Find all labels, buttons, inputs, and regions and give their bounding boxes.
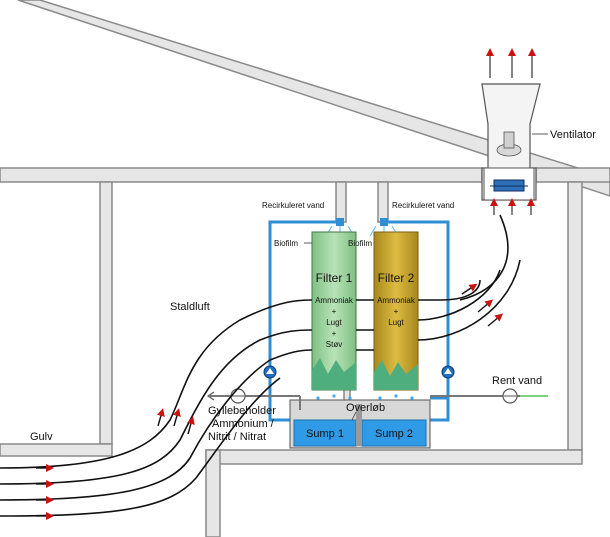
fan-icon	[490, 179, 528, 192]
filter2-line: Lugt	[388, 318, 404, 327]
filter1-line: Lugt	[326, 318, 342, 327]
filter1-content: Ammoniak + Lugt + Støv	[315, 296, 354, 349]
biofilm-right-label: Biofilm	[348, 239, 372, 248]
ventilator-label: Ventilator	[550, 129, 596, 141]
filter2-content: Ammoniak + Lugt	[377, 296, 416, 327]
gyllebeholder-label: Gyllebeholder	[208, 405, 276, 417]
exhaust-arrows	[486, 48, 536, 78]
recirc-right-label: Recirkuleret vand	[392, 201, 454, 210]
overlob-label: Overløb	[346, 402, 385, 414]
filter1-line: Ammoniak	[315, 296, 354, 305]
gyllebeholder-sub1: Ammonium /	[212, 418, 275, 430]
filter1-line: +	[332, 307, 337, 316]
water-recirculation-pipes	[268, 220, 450, 422]
recirc-left-label: Recirkuleret vand	[262, 201, 324, 210]
flow-arrow-icon	[36, 283, 504, 520]
staldluft-label: Staldluft	[170, 301, 210, 313]
ventilator: Ventilator	[481, 48, 596, 215]
gulv-label: Gulv	[30, 431, 53, 443]
sump1-label: Sump 1	[306, 428, 344, 440]
filter-2: Filter 2 Ammoniak + Lugt	[373, 231, 419, 391]
gyllebeholder-sub2: Nitrit / Nitrat	[208, 431, 266, 443]
roof	[17, 0, 610, 197]
fan-intake-arrows	[490, 198, 535, 215]
filter2-line: +	[394, 307, 399, 316]
filter1-line: Støv	[326, 340, 342, 349]
filter2-title: Filter 2	[378, 271, 415, 285]
biofilm-left-label: Biofilm	[274, 239, 298, 248]
sump2-label: Sump 2	[375, 428, 413, 440]
pump-icon	[263, 365, 455, 379]
filter2-line: Ammoniak	[377, 296, 416, 305]
rent-vand-label: Rent vand	[492, 375, 542, 387]
sumps: Sump 1 Sump 2 Overløb	[289, 399, 431, 449]
filter1-title: Filter 1	[316, 271, 353, 285]
airflow-lines	[0, 214, 521, 517]
filter-1: Filter 1 Ammoniak + Lugt + Støv	[311, 231, 357, 391]
filter1-line: +	[332, 329, 337, 338]
